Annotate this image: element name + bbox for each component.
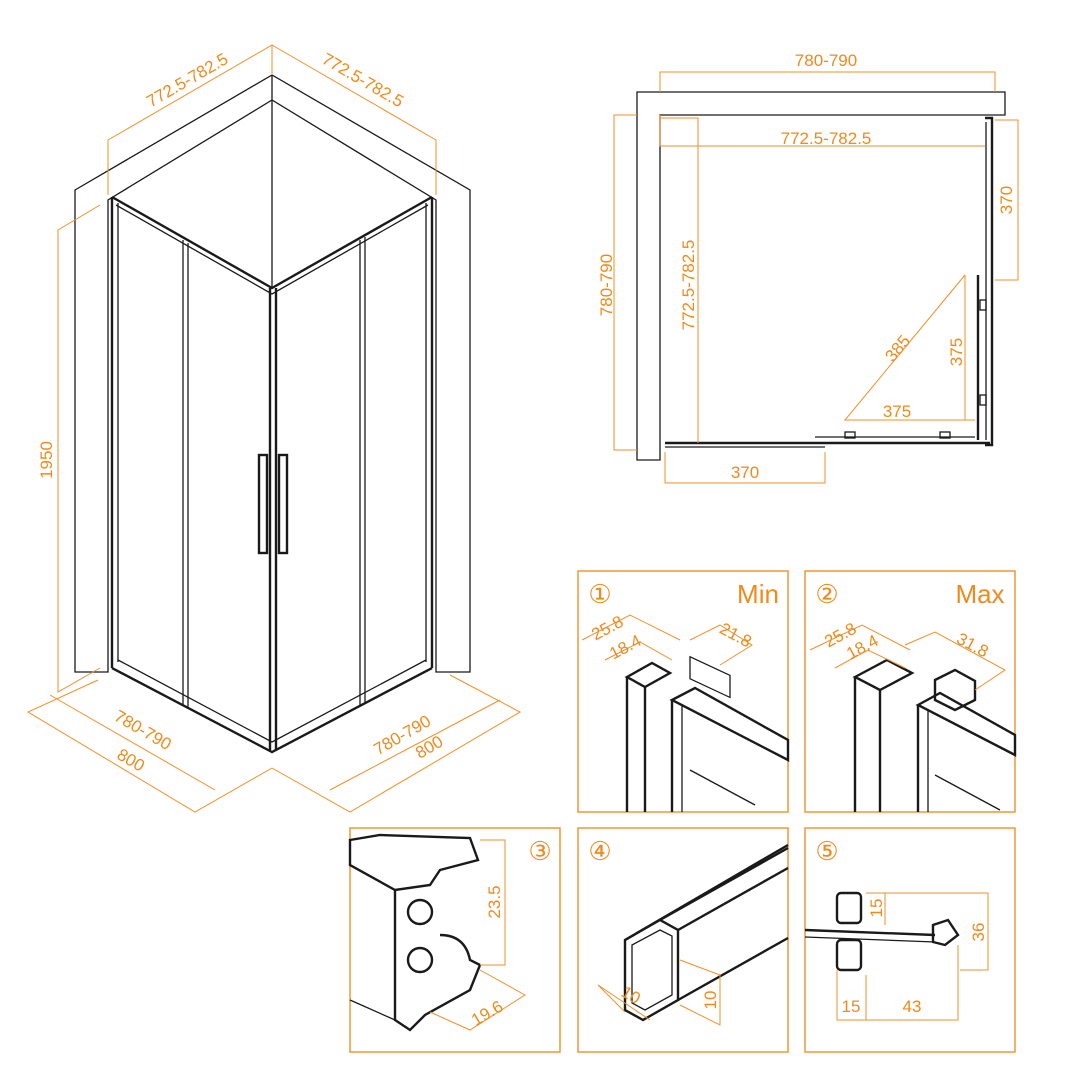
wall-outline bbox=[74, 74, 471, 673]
dim-top-left: 772.5-782.5 bbox=[143, 49, 231, 111]
dim: 15 bbox=[842, 997, 861, 1016]
dim-plan-outer-width: 780-790 bbox=[795, 51, 857, 70]
detail-5-seal-profile: ⑤ 15 36 15 43 bbox=[804, 827, 1016, 1053]
dim-plan-inner-depth: 772.5-782.5 bbox=[679, 240, 698, 331]
handle-left bbox=[257, 453, 269, 555]
dim: 43 bbox=[903, 997, 922, 1016]
dim-plan-opening-vertical: 375 bbox=[947, 338, 966, 366]
detail-3-bottom-profile: ③ 23.5 19.6 bbox=[348, 827, 561, 1053]
detail-2-max-profile: ② Max 25.8 18.4 31.8 bbox=[804, 570, 1017, 813]
dim: 19.6 bbox=[468, 997, 506, 1030]
detail-1-min-profile: ① Min 25.8 18.4 21.8 bbox=[577, 570, 790, 813]
dim-plan-diagonal: 385 bbox=[881, 331, 914, 365]
dim: 31.8 bbox=[954, 629, 992, 661]
dim: 15 bbox=[867, 899, 886, 918]
detail-title: Min bbox=[737, 579, 779, 609]
detail-number: ③ bbox=[528, 836, 551, 866]
dim: 10 bbox=[618, 982, 644, 1008]
dim: 10 bbox=[701, 991, 720, 1010]
dim-plan-inner-width: 772.5-782.5 bbox=[781, 129, 872, 148]
dim-bottom-left-outer: 800 bbox=[114, 745, 148, 776]
detail-number: ② bbox=[815, 579, 838, 609]
detail-number: ① bbox=[588, 579, 611, 609]
isometric-view: 772.5-782.5 772.5-782.5 1950 780-790 800… bbox=[26, 44, 522, 813]
dim-plan-opening-horizontal: 375 bbox=[883, 402, 911, 421]
dim-plan-outer-depth: 780-790 bbox=[597, 254, 616, 316]
detail-4-square-tube: ④ 10 10 bbox=[577, 827, 789, 1053]
plan-view: 780-790 772.5-782.5 370 780-790 772.5-78… bbox=[597, 51, 1019, 484]
detail-title: Max bbox=[955, 579, 1004, 609]
dim-plan-bottom-door: 370 bbox=[731, 463, 759, 482]
detail-number: ⑤ bbox=[815, 836, 838, 866]
dim-bottom-left-inner: 780-790 bbox=[111, 706, 175, 754]
dim-height: 1950 bbox=[37, 441, 56, 479]
dim: 23.5 bbox=[485, 885, 504, 918]
dim-plan-right-door: 370 bbox=[997, 186, 1016, 214]
bottom-frame bbox=[111, 666, 433, 754]
dim: 36 bbox=[969, 923, 988, 942]
handle-right bbox=[277, 453, 289, 555]
detail-number: ④ bbox=[588, 836, 611, 866]
